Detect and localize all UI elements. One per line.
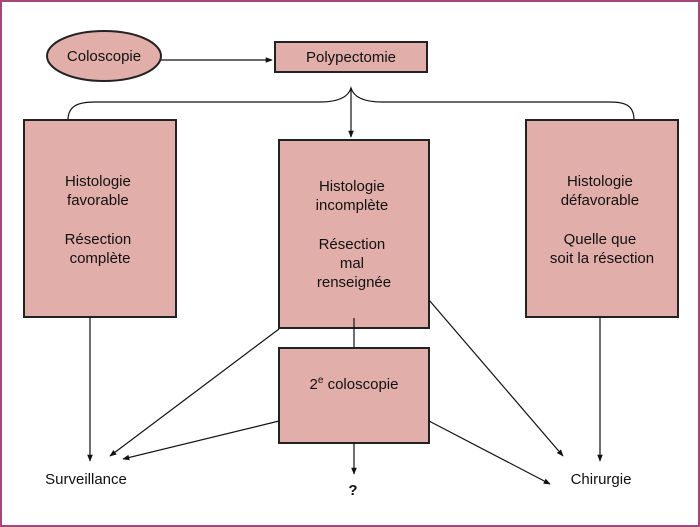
second-colo-text: coloscopie [323, 376, 398, 393]
incomplete-line-4: Résection [319, 236, 386, 253]
arrow-second-colo-surveillance [122, 420, 280, 461]
second-colo-label: 2e coloscopie [310, 375, 399, 393]
defavorable-line-4: Quelle que [564, 231, 637, 248]
outcome-chirurgie: Chirurgie [571, 471, 632, 488]
incomplete-label: Histologie incomplète Résection mal rens… [316, 178, 393, 291]
second-colo-node [278, 347, 430, 444]
arrow-second-colo-chirurgie [428, 420, 551, 485]
defavorable-line-1: Histologie [567, 173, 633, 190]
arrow-incomplete-chirurgie [428, 299, 564, 457]
outcome-surveillance: Surveillance [45, 471, 127, 488]
coloscopie-label: Coloscopie [67, 48, 141, 65]
favorable-line-1: Histologie [65, 173, 131, 190]
second-colo-num: 2 [310, 376, 318, 393]
polypectomie-label: Polypectomie [306, 49, 396, 66]
favorable-line-4: Résection [65, 231, 132, 248]
polypectomie-node [274, 41, 428, 73]
defavorable-line-2: défavorable [561, 192, 639, 209]
incomplete-line-5: mal [340, 255, 364, 272]
arrow-incomplete-surveillance [109, 328, 280, 457]
favorable-label: Histologie favorable Résection complète [65, 173, 136, 267]
incomplete-line-1: Histologie [319, 178, 385, 195]
defavorable-line-5: soit la résection [550, 250, 654, 267]
favorable-line-2: favorable [67, 192, 129, 209]
defavorable-node [525, 119, 679, 318]
incomplete-node [278, 139, 430, 329]
incomplete-line-2: incomplète [316, 197, 389, 214]
defavorable-label: Histologie défavorable Quelle que soit l… [550, 173, 654, 267]
second-colo-sup: e [318, 375, 324, 386]
outcome-unknown: ? [348, 482, 357, 499]
incomplete-line-6: renseignée [317, 274, 391, 291]
favorable-node [23, 119, 177, 318]
favorable-line-5: complète [70, 250, 131, 267]
coloscopie-node [46, 30, 162, 82]
